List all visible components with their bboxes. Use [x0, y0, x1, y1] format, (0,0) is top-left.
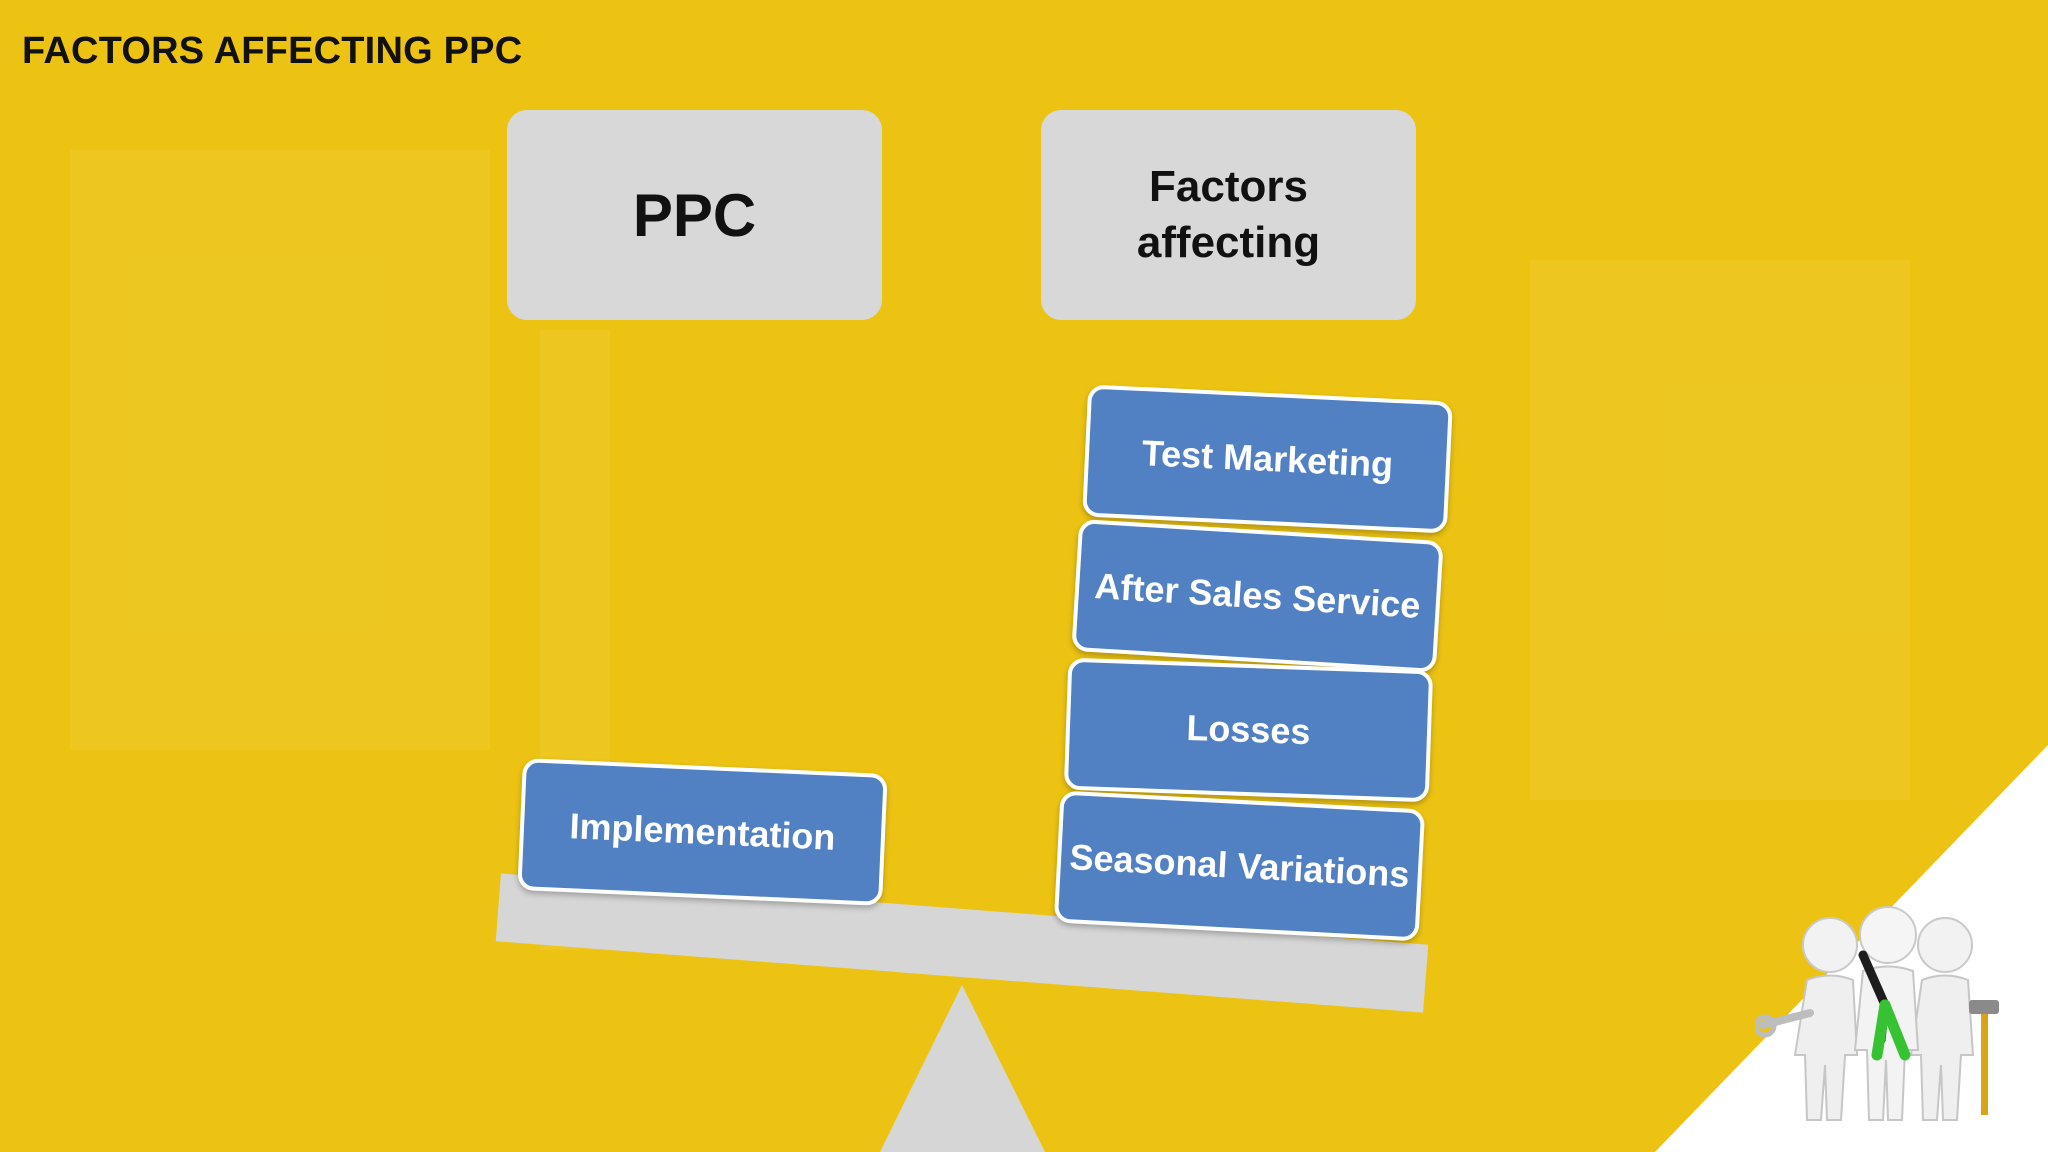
factor-block-after-sales-service: After Sales Service: [1071, 518, 1444, 674]
background-building: [1530, 260, 1910, 800]
seesaw-fulcrum: [880, 985, 1045, 1152]
slide-title: FACTORS AFFECTING PPC: [22, 30, 523, 72]
background-building: [70, 150, 490, 750]
three-people-with-tools-icon: [1755, 906, 1999, 1121]
factor-block-seasonal-variations: Seasonal Variations: [1053, 790, 1426, 942]
factors-affecting-header-box: Factors affecting: [1041, 110, 1416, 320]
factor-block-implementation: Implementation: [517, 758, 888, 906]
ppc-header-box: PPC: [507, 110, 882, 320]
factor-block-losses: Losses: [1063, 657, 1434, 803]
factor-block-test-marketing: Test Marketing: [1082, 384, 1453, 534]
